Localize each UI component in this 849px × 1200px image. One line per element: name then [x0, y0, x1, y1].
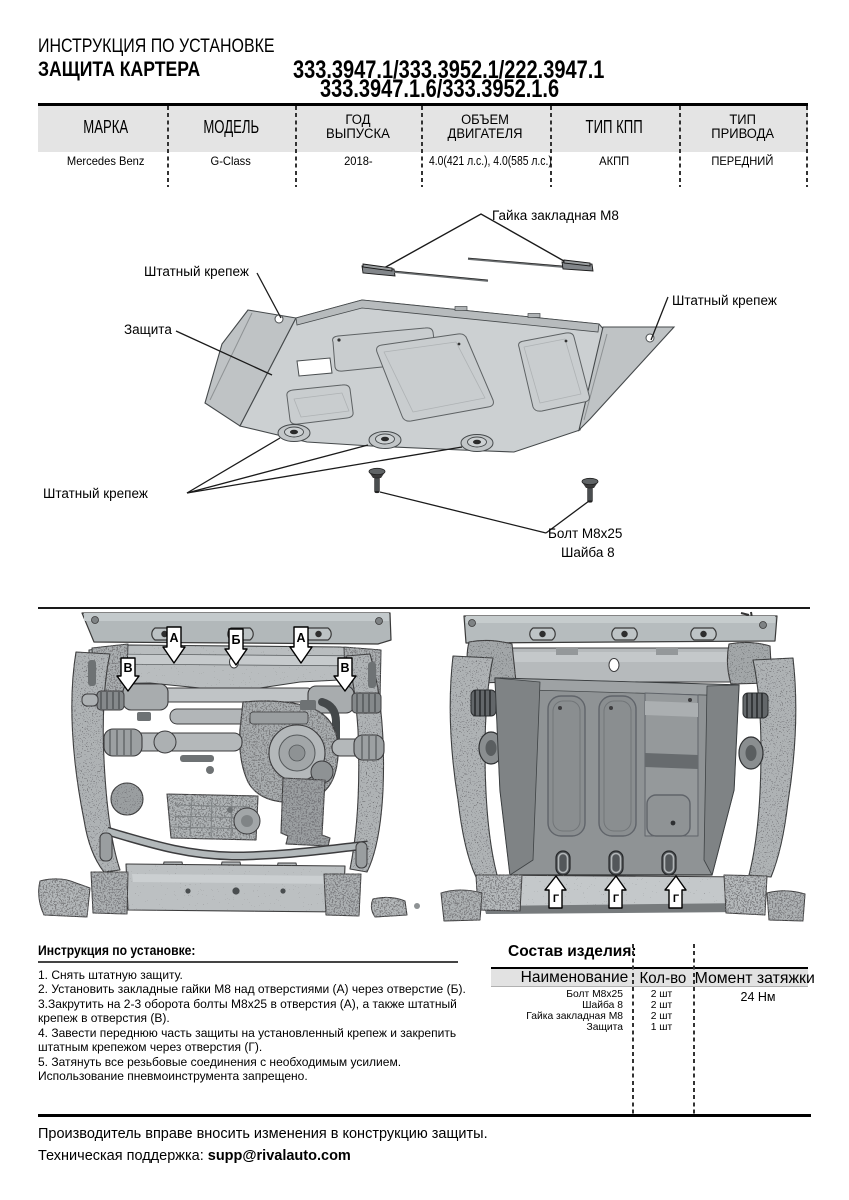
svg-text:А: А	[296, 631, 305, 645]
svg-text:Г: Г	[613, 893, 620, 905]
svg-text:Г: Г	[553, 893, 560, 905]
svg-text:Защита: Защита	[124, 322, 172, 337]
svg-text:Штатный крепеж: Штатный крепеж	[672, 293, 777, 308]
svg-text:Б: Б	[232, 633, 241, 647]
svg-text:Гайка закладная М8: Гайка закладная М8	[492, 208, 619, 223]
svg-text:В: В	[340, 661, 349, 675]
svg-text:Штатный крепеж: Штатный крепеж	[43, 486, 148, 501]
svg-text:Г: Г	[673, 893, 680, 905]
svg-text:Шайба 8: Шайба 8	[561, 545, 615, 560]
svg-text:Штатный крепеж: Штатный крепеж	[144, 264, 249, 279]
svg-text:А: А	[169, 631, 178, 645]
svg-text:Болт М8х25: Болт М8х25	[548, 526, 622, 541]
svg-text:В: В	[123, 661, 132, 675]
